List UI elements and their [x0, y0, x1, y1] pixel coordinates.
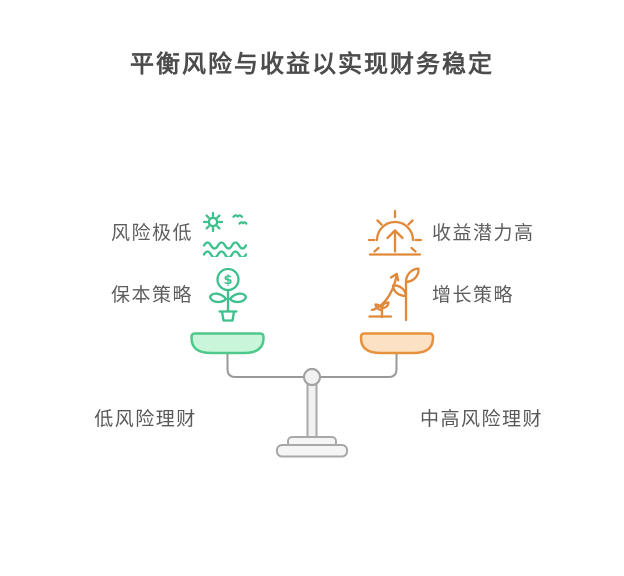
dollar-sign: $: [223, 273, 232, 288]
label-capital-protection: 保本策略: [110, 284, 193, 306]
left-scale-pan: [190, 332, 265, 355]
side-leaf: [391, 284, 408, 298]
right-scale-pan: [359, 332, 435, 355]
sun-rays: [202, 211, 224, 233]
wave-line: [202, 241, 248, 250]
label-risk-extremely-low: 风险极低: [110, 222, 193, 244]
sun-rays: [368, 209, 422, 253]
bird-glyph: [232, 214, 244, 218]
left-leaf: [208, 292, 228, 304]
pot: [218, 310, 238, 322]
up-arrow: [386, 229, 404, 253]
wave-line: [202, 250, 248, 257]
calm-sea-icon: [202, 209, 250, 257]
label-mid-high-risk-finance: 中高风险理财: [419, 408, 543, 430]
scale-post: [306, 380, 318, 442]
bird-glyph: [238, 221, 248, 225]
growth-arrow-curve: [370, 274, 398, 312]
growth-arrow-head: [389, 272, 400, 282]
top-leaf: [404, 267, 420, 284]
growth-plant-icon: [368, 264, 422, 322]
balance-scale: [190, 332, 435, 458]
money-plant-icon: $: [207, 266, 249, 323]
scale-pivot: [302, 367, 322, 387]
right-leaf: [228, 292, 248, 304]
page-title: 平衡风险与收益以实现财务稳定: [130, 50, 494, 78]
label-high-return-potential: 收益潜力高: [432, 222, 535, 244]
sprout: [374, 301, 390, 319]
sunrise-arrow-icon: [368, 207, 422, 257]
sun-circle: [207, 216, 219, 228]
label-growth-strategy: 增长策略: [432, 284, 515, 306]
label-low-risk-finance: 低风险理财: [94, 408, 197, 430]
scale-base-lower: [276, 444, 348, 458]
sun-dome: [375, 220, 415, 242]
